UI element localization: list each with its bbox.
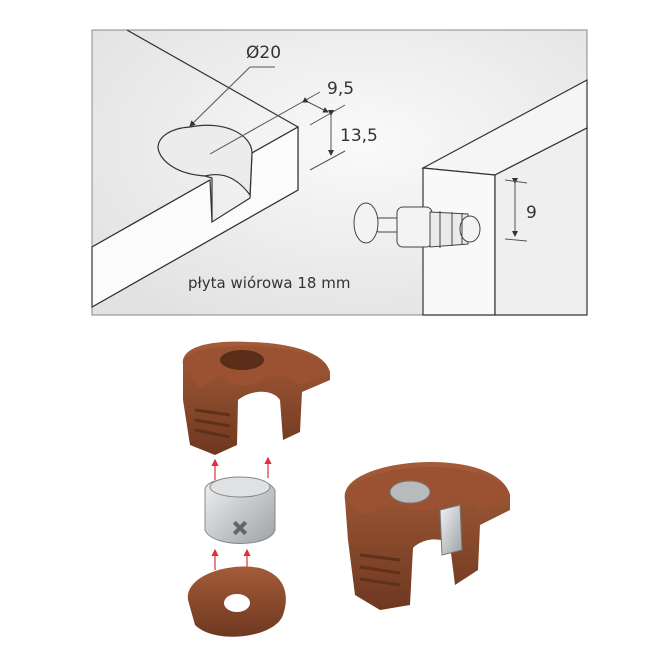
exploded-connector [182, 341, 330, 637]
metal-cam-insert [204, 476, 276, 544]
material-caption: płyta wiórowa 18 mm [188, 274, 350, 292]
red-arrows [211, 456, 272, 570]
pin-distance-label: 9 [526, 203, 537, 223]
chipboard-panel [91, 29, 299, 309]
cam-hole [157, 124, 253, 197]
connector-pin [353, 202, 481, 248]
connector-housing [182, 341, 330, 455]
installation-drawing: Ø20 9,5 13,5 9 płyta wiórowa 18 mm [91, 29, 588, 316]
edge-distance-label: 13,5 [340, 126, 378, 146]
base-ring [187, 566, 286, 637]
diameter-label: Ø20 [246, 43, 281, 63]
depth-offset-label: 9,5 [327, 79, 354, 99]
assembled-connector [344, 462, 510, 610]
